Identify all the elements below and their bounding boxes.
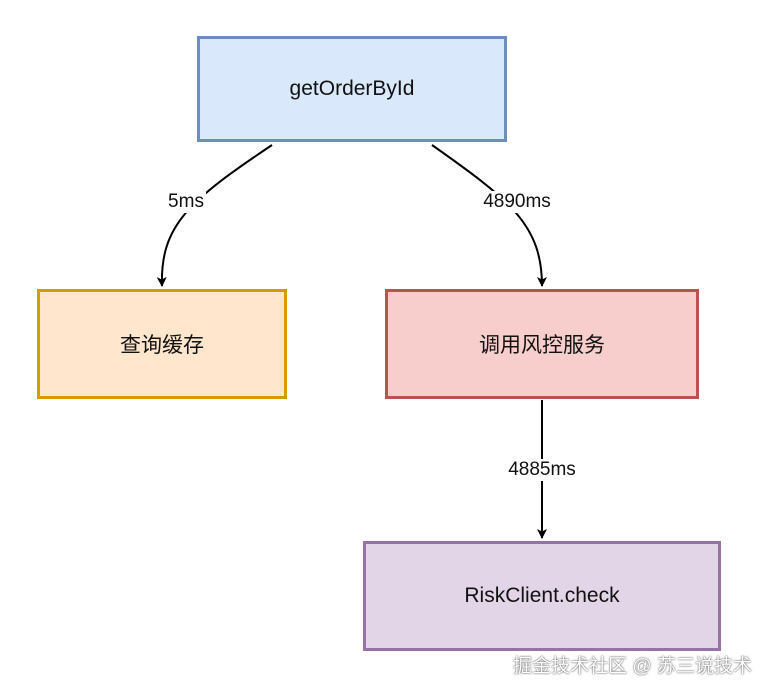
node-call-risk-service: 调用风控服务 [385, 289, 699, 399]
node-risk-client-check: RiskClient.check [363, 541, 721, 651]
node-label: RiskClient.check [464, 584, 620, 607]
node-label: 调用风控服务 [479, 334, 605, 357]
node-query-cache: 查询缓存 [37, 289, 287, 399]
node-label: 查询缓存 [120, 334, 204, 357]
edge-label-risk: 4890ms [481, 191, 553, 213]
edge-root-to-cache [156, 144, 273, 287]
edge-label-check: 4885ms [506, 459, 578, 481]
node-get-order-by-id: getOrderById [197, 36, 507, 142]
edge-label-cache: 5ms [166, 191, 206, 213]
watermark: 掘金技术社区 @ 苏三说技术 [513, 656, 752, 677]
edge-root-to-risk [431, 144, 547, 287]
node-label: getOrderById [289, 77, 415, 100]
